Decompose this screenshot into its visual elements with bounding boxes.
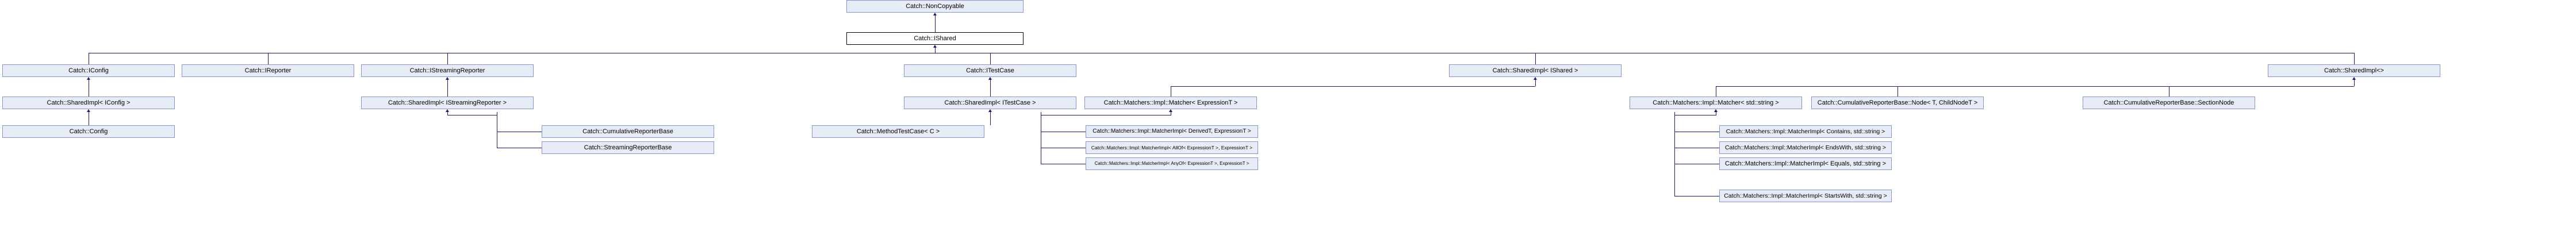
class-node-label: Catch::Matchers::Impl::Matcher< std::str…: [1653, 99, 1779, 106]
inheritance-edge: [1716, 86, 2354, 87]
inheritance-arrowhead: [87, 109, 90, 112]
class-node[interactable]: Catch::StreamingReporterBase: [542, 141, 714, 154]
inheritance-edge: [1171, 86, 1535, 87]
class-node[interactable]: Catch::CumulativeReporterBase::Node< T, …: [1811, 97, 1984, 109]
class-node[interactable]: Catch::SharedImpl< IShared >: [1449, 64, 1621, 77]
inheritance-arrowhead: [933, 13, 937, 16]
class-node[interactable]: Catch::Matchers::Impl::MatcherImpl< Star…: [1719, 190, 1892, 202]
class-node[interactable]: Catch::Config: [2, 125, 175, 138]
class-node-label: Catch::SharedImpl< IStreamingReporter >: [388, 99, 507, 106]
inheritance-arrowhead: [2352, 77, 2356, 80]
class-node[interactable]: Catch::IConfig: [2, 64, 175, 77]
inheritance-arrowhead: [988, 109, 992, 112]
inheritance-edge: [1535, 53, 1536, 64]
class-node[interactable]: Catch::Matchers::Impl::Matcher< Expressi…: [1084, 97, 1257, 109]
class-node[interactable]: Catch::NonCopyable: [846, 0, 1023, 13]
inheritance-edge: [990, 112, 991, 125]
inheritance-arrowhead: [988, 77, 992, 80]
class-node[interactable]: Catch::Matchers::Impl::MatcherImpl< Equa…: [1719, 157, 1892, 170]
class-node[interactable]: Catch::SharedImpl< IConfig >: [2, 97, 175, 109]
class-node[interactable]: Catch::CumulativeReporterBase::SectionNo…: [2083, 97, 2255, 109]
class-node-focus: Catch::IShared: [846, 32, 1023, 45]
inheritance-arrowhead: [446, 109, 449, 112]
class-node-label: Catch::Matchers::Impl::Matcher< Expressi…: [1103, 99, 1238, 106]
class-node-label: Catch::SharedImpl<>: [2324, 67, 2384, 74]
class-node-label: Catch::SharedImpl< IConfig >: [47, 99, 131, 106]
class-node[interactable]: Catch::ITestCase: [904, 64, 1076, 77]
inheritance-edge: [1897, 86, 1898, 97]
class-node-label: Catch::IConfig: [68, 67, 109, 74]
inheritance-arrowhead: [87, 77, 90, 80]
class-node-label: Catch::NonCopyable: [906, 3, 964, 10]
class-node-label: Catch::Config: [69, 128, 108, 135]
class-node[interactable]: Catch::Matchers::Impl::MatcherImpl< Ends…: [1719, 141, 1892, 154]
class-node[interactable]: Catch::Matchers::Impl::MatcherImpl< AnyO…: [1086, 157, 1258, 170]
inheritance-edge: [1535, 80, 1536, 86]
inheritance-edge: [935, 16, 936, 32]
inheritance-edge: [268, 53, 269, 64]
inheritance-edge: [447, 80, 448, 97]
inheritance-arrowhead: [1534, 77, 1537, 80]
class-node-label: Catch::ITestCase: [966, 67, 1014, 74]
class-node[interactable]: Catch::Matchers::Impl::MatcherImpl< Cont…: [1719, 125, 1892, 138]
inheritance-edge: [447, 112, 448, 115]
class-node-label: Catch::IReporter: [244, 67, 292, 74]
inheritance-arrowhead: [446, 77, 449, 80]
inheritance-edge: [1674, 112, 1675, 196]
class-node-label: Catch::StreamingReporterBase: [584, 144, 672, 151]
inheritance-arrowhead: [1169, 109, 1172, 112]
class-node[interactable]: Catch::CumulativeReporterBase: [542, 125, 714, 138]
inheritance-edge: [447, 53, 448, 64]
class-node-label: Catch::IShared: [914, 35, 956, 42]
class-node-label: Catch::Matchers::Impl::MatcherImpl< Ends…: [1724, 144, 1887, 151]
inheritance-arrowhead: [933, 45, 937, 48]
class-node[interactable]: Catch::MethodTestCase< C >: [812, 125, 984, 138]
class-node[interactable]: Catch::SharedImpl<>: [2268, 64, 2440, 77]
class-node-label: Catch::Matchers::Impl::MatcherImpl< AnyO…: [1094, 161, 1249, 166]
inheritance-edge: [2354, 80, 2355, 86]
class-node[interactable]: Catch::IReporter: [182, 64, 354, 77]
class-node-label: Catch::CumulativeReporterBase: [582, 128, 673, 135]
class-node-label: Catch::Matchers::Impl::MatcherImpl< Star…: [1724, 192, 1887, 199]
class-node-label: Catch::Matchers::Impl::MatcherImpl< AllO…: [1091, 145, 1253, 151]
inheritance-edge: [2354, 53, 2355, 64]
class-node-label: Catch::MethodTestCase< C >: [856, 128, 940, 135]
class-node-label: Catch::Matchers::Impl::MatcherImpl< Cont…: [1726, 128, 1885, 135]
class-node[interactable]: Catch::SharedImpl< IStreamingReporter >: [361, 97, 534, 109]
class-node[interactable]: Catch::SharedImpl< ITestCase >: [904, 97, 1076, 109]
class-node-label: Catch::Matchers::Impl::MatcherImpl< Deri…: [1092, 129, 1251, 134]
class-node[interactable]: Catch::Matchers::Impl::MatcherImpl< Deri…: [1086, 125, 1258, 138]
inheritance-edge: [990, 53, 991, 64]
inheritance-edge: [935, 48, 936, 53]
inheritance-edge: [990, 80, 991, 97]
class-node-label: Catch::SharedImpl< ITestCase >: [944, 99, 1036, 106]
class-node-label: Catch::Matchers::Impl::MatcherImpl< Equa…: [1725, 160, 1886, 167]
class-node[interactable]: Catch::Matchers::Impl::MatcherImpl< AllO…: [1086, 141, 1258, 154]
class-node-label: Catch::IStreamingReporter: [409, 67, 485, 74]
class-node[interactable]: Catch::Matchers::Impl::Matcher< std::str…: [1630, 97, 1802, 109]
class-node-label: Catch::CumulativeReporterBase::SectionNo…: [2103, 99, 2234, 106]
class-node[interactable]: Catch::IStreamingReporter: [361, 64, 534, 77]
class-node-label: Catch::CumulativeReporterBase::Node< T, …: [1817, 99, 1978, 106]
inheritance-arrowhead: [1714, 109, 1718, 112]
class-node-label: Catch::SharedImpl< IShared >: [1492, 67, 1578, 74]
